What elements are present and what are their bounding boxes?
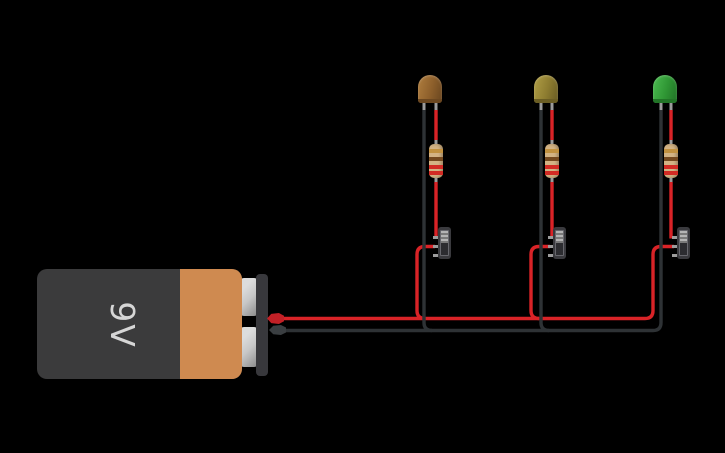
led-2[interactable] [534, 75, 558, 103]
slide-switch-1-pin-3[interactable] [433, 254, 438, 257]
slide-switch-3-knob[interactable] [680, 231, 687, 243]
slide-switch-2-pin-1[interactable] [548, 236, 553, 239]
resistor-3[interactable] [664, 144, 678, 178]
slide-switch-1[interactable] [433, 227, 451, 259]
led-3-rim [653, 99, 677, 103]
battery-body[interactable]: 9V [37, 269, 242, 379]
resistor-1-band-1 [429, 149, 443, 153]
slide-switch-3-slot [679, 230, 688, 256]
slide-switch-3-pin-3[interactable] [672, 254, 677, 257]
resistor-2-band-1 [545, 149, 559, 153]
resistor-2-band-2 [545, 157, 559, 161]
slide-switch-1-pin-1[interactable] [433, 236, 438, 239]
resistor-2[interactable] [545, 144, 559, 178]
branch1-switch-to-bus-wire[interactable] [415, 244, 435, 321]
positive-bus-wire[interactable] [281, 244, 674, 321]
slide-switch-2-pin-3[interactable] [548, 254, 553, 257]
slide-switch-3-pin-2[interactable] [672, 245, 677, 248]
battery-positive-terminal [240, 278, 258, 316]
resistor-2-band-3 [545, 165, 559, 169]
slide-switch-2-pin-2[interactable] [548, 245, 553, 248]
branch1-cathode-wire[interactable] [422, 110, 433, 333]
slide-switch-1-pin-2[interactable] [433, 245, 438, 248]
branch2-cathode-wire[interactable] [539, 110, 550, 333]
battery-voltage-label: 9V [103, 301, 142, 349]
slide-switch-1-slot [440, 230, 449, 256]
led-1[interactable] [418, 75, 442, 103]
slide-switch-2[interactable] [548, 227, 566, 259]
led-3[interactable] [653, 75, 677, 103]
resistor-3-band-1 [664, 149, 678, 153]
resistor-1-band-2 [429, 157, 443, 161]
led-1-rim [418, 99, 442, 103]
branch2-switch-to-bus-wire[interactable] [529, 244, 550, 321]
resistor-1[interactable] [429, 144, 443, 178]
negative-bus-wire[interactable] [284, 110, 663, 333]
slide-switch-2-knob[interactable] [556, 231, 563, 243]
resistor-3-band-4 [664, 171, 678, 175]
resistor-1-band-3 [429, 165, 443, 169]
battery-negative-terminal [240, 327, 258, 367]
resistor-2-band-4 [545, 171, 559, 175]
resistor-3-band-2 [664, 157, 678, 161]
slide-switch-1-knob[interactable] [441, 231, 448, 243]
slide-switch-3[interactable] [672, 227, 690, 259]
led-2-rim [534, 99, 558, 103]
battery-connector-plate [256, 274, 268, 376]
slide-switch-2-slot [555, 230, 564, 256]
negative-lead-connector[interactable] [269, 325, 286, 335]
resistor-1-band-4 [429, 171, 443, 175]
resistor-3-band-3 [664, 165, 678, 169]
battery-stripe [180, 269, 242, 379]
positive-lead-connector[interactable] [267, 313, 284, 324]
slide-switch-3-pin-1[interactable] [672, 236, 677, 239]
